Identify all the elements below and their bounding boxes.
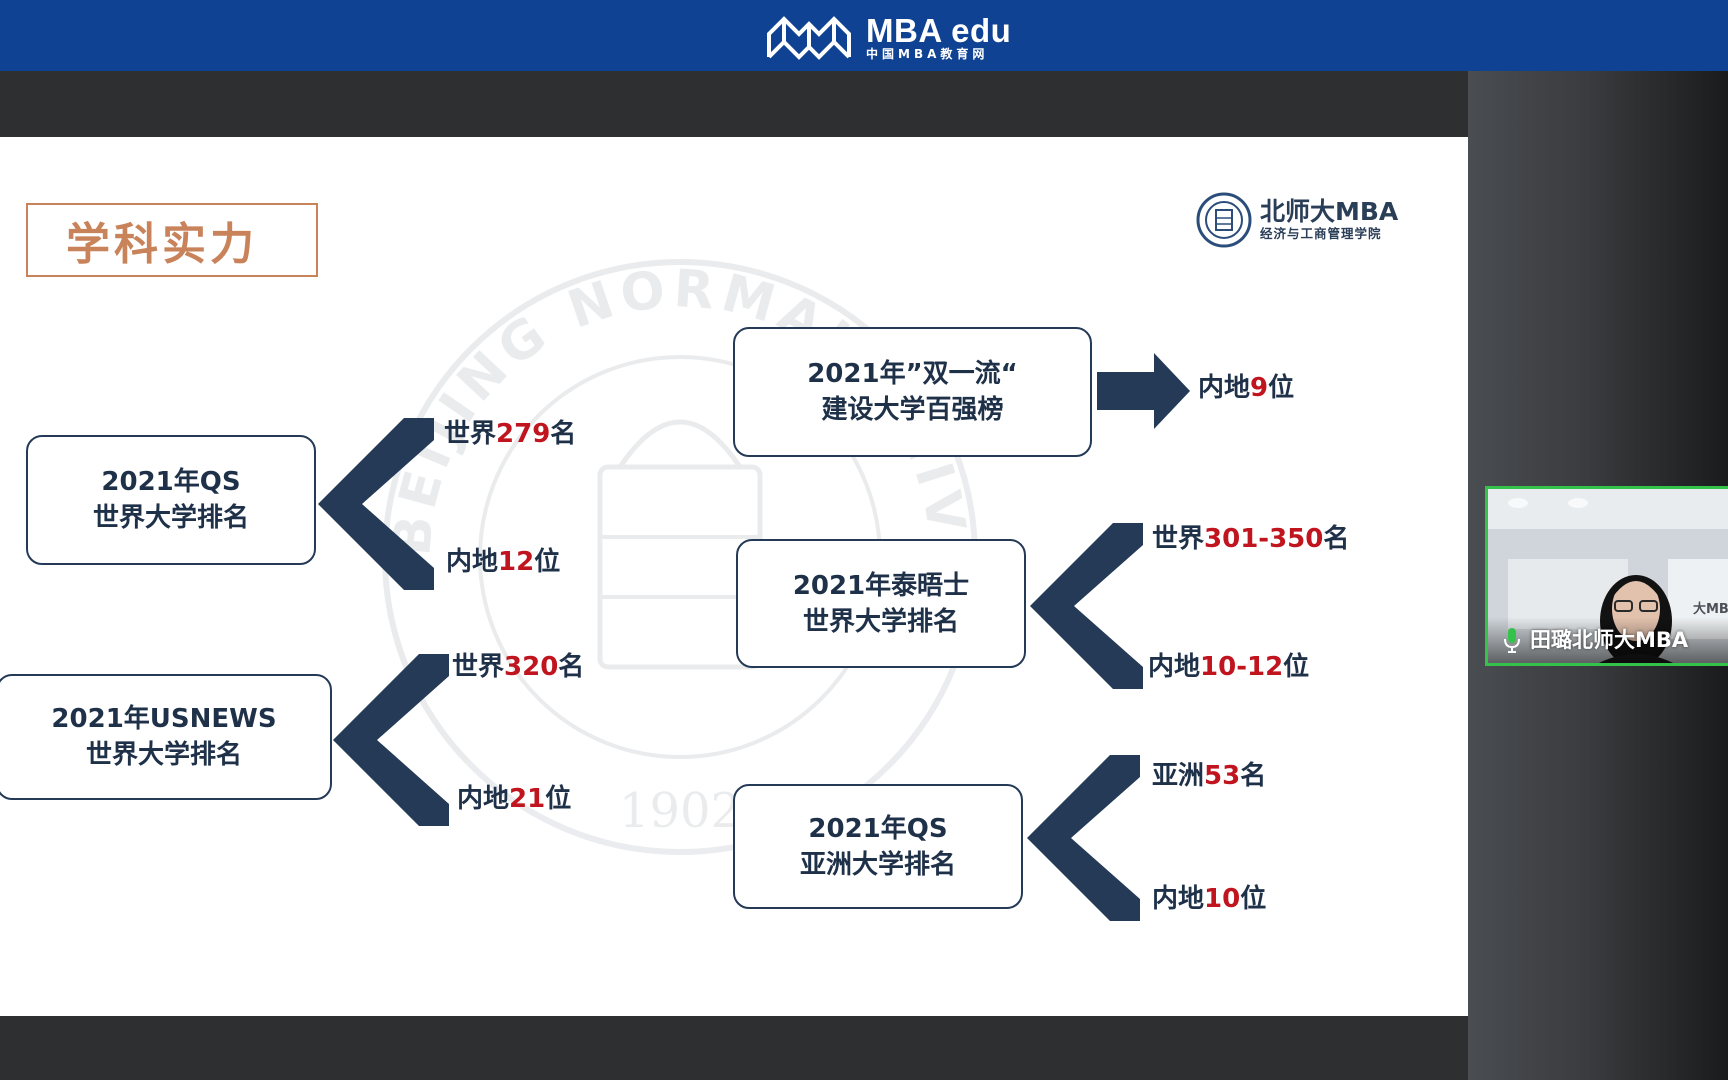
ranking-line: 2021年QS xyxy=(101,467,241,497)
result-times-mainland: 内地10-12位 xyxy=(1148,652,1310,682)
stage-bottom-margin xyxy=(0,1016,1468,1080)
ranking-line: 2021年QS xyxy=(808,813,948,844)
ranking-line: 世界大学排名 xyxy=(85,740,242,770)
result-qs-asia-mainland: 内地10位 xyxy=(1152,884,1267,914)
ranking-line: 世界大学排名 xyxy=(92,503,249,533)
school-seal-icon xyxy=(1196,192,1252,248)
result-double-first-class: 内地9位 xyxy=(1198,373,1295,403)
ranking-line: 亚洲大学排名 xyxy=(799,849,956,880)
ranking-line: 世界大学排名 xyxy=(802,606,959,637)
slide-title: 学科实力 xyxy=(66,219,258,270)
ranking-box-double-first-class: 2021年”双一流“ 建设大学百强榜 xyxy=(733,327,1092,457)
mba-edu-logo-icon xyxy=(767,16,851,60)
svg-text:大MB: 大MB xyxy=(1693,601,1728,617)
result-qs-mainland: 内地12位 xyxy=(446,547,561,577)
school-logo: 北师大MBA 经济与工商管理学院 xyxy=(1196,192,1398,248)
result-number: 320 xyxy=(504,652,559,682)
participant-video-tile[interactable]: 大MB 田璐北师大MBA xyxy=(1485,486,1728,666)
ranking-line: 2021年”双一流“ xyxy=(807,359,1018,389)
result-number: 10 xyxy=(1204,884,1241,914)
ranking-box-qs-asia: 2021年QS 亚洲大学排名 xyxy=(733,784,1023,909)
stage-top-margin xyxy=(0,71,1468,137)
ranking-box-usnews: 2021年USNEWS 世界大学排名 xyxy=(0,674,332,800)
fork-arrow-icon xyxy=(1027,755,1140,921)
microphone-icon[interactable] xyxy=(1502,626,1522,654)
brand-subtitle: 中国MBA教育网 xyxy=(866,46,989,61)
header-bar: MBA edu 中国MBA教育网 xyxy=(0,0,1728,71)
result-qs-asia: 亚洲53名 xyxy=(1152,761,1267,791)
result-number: 12 xyxy=(498,547,535,577)
fork-arrow-icon xyxy=(333,654,449,826)
right-arrow-icon xyxy=(1097,353,1190,429)
brand-logo: MBA edu 中国MBA教育网 xyxy=(766,12,1011,62)
participant-name: 田璐北师大MBA xyxy=(1530,628,1689,652)
result-usnews-world: 世界320名 xyxy=(452,652,585,682)
ranking-line: 建设大学百强榜 xyxy=(821,395,1004,425)
watermark-year: 1902 xyxy=(619,783,741,839)
result-times-world: 世界301-350名 xyxy=(1152,524,1350,554)
participant-name-bar xyxy=(1488,617,1728,663)
slide-title-box: 学科实力 xyxy=(26,203,318,277)
ranking-arrows xyxy=(318,353,1190,921)
result-number: 279 xyxy=(496,419,551,449)
ranking-line: 2021年泰晤士 xyxy=(792,570,970,601)
result-number: 9 xyxy=(1250,373,1269,403)
fork-arrow-icon xyxy=(1030,523,1143,689)
shared-slide: BEIJING NORMAL UNIVERSITY 1902 学科实力 北师大M… xyxy=(0,137,1468,1016)
ranking-line: 2021年USNEWS xyxy=(51,704,277,734)
result-number: 21 xyxy=(509,784,546,814)
result-usnews-mainland: 内地21位 xyxy=(457,784,572,814)
result-number: 301-350 xyxy=(1204,524,1324,554)
result-number: 53 xyxy=(1204,761,1241,791)
result-number: 10-12 xyxy=(1200,652,1284,682)
school-name: 北师大MBA xyxy=(1260,197,1399,226)
result-qs-world: 世界279名 xyxy=(444,419,577,449)
fork-arrow-icon xyxy=(318,418,434,590)
ranking-box-qs-world: 2021年QS 世界大学排名 xyxy=(26,435,316,565)
ranking-box-times: 2021年泰晤士 世界大学排名 xyxy=(736,539,1026,668)
school-subtitle: 经济与工商管理学院 xyxy=(1260,226,1382,241)
brand-name: MBA edu xyxy=(866,11,1012,49)
